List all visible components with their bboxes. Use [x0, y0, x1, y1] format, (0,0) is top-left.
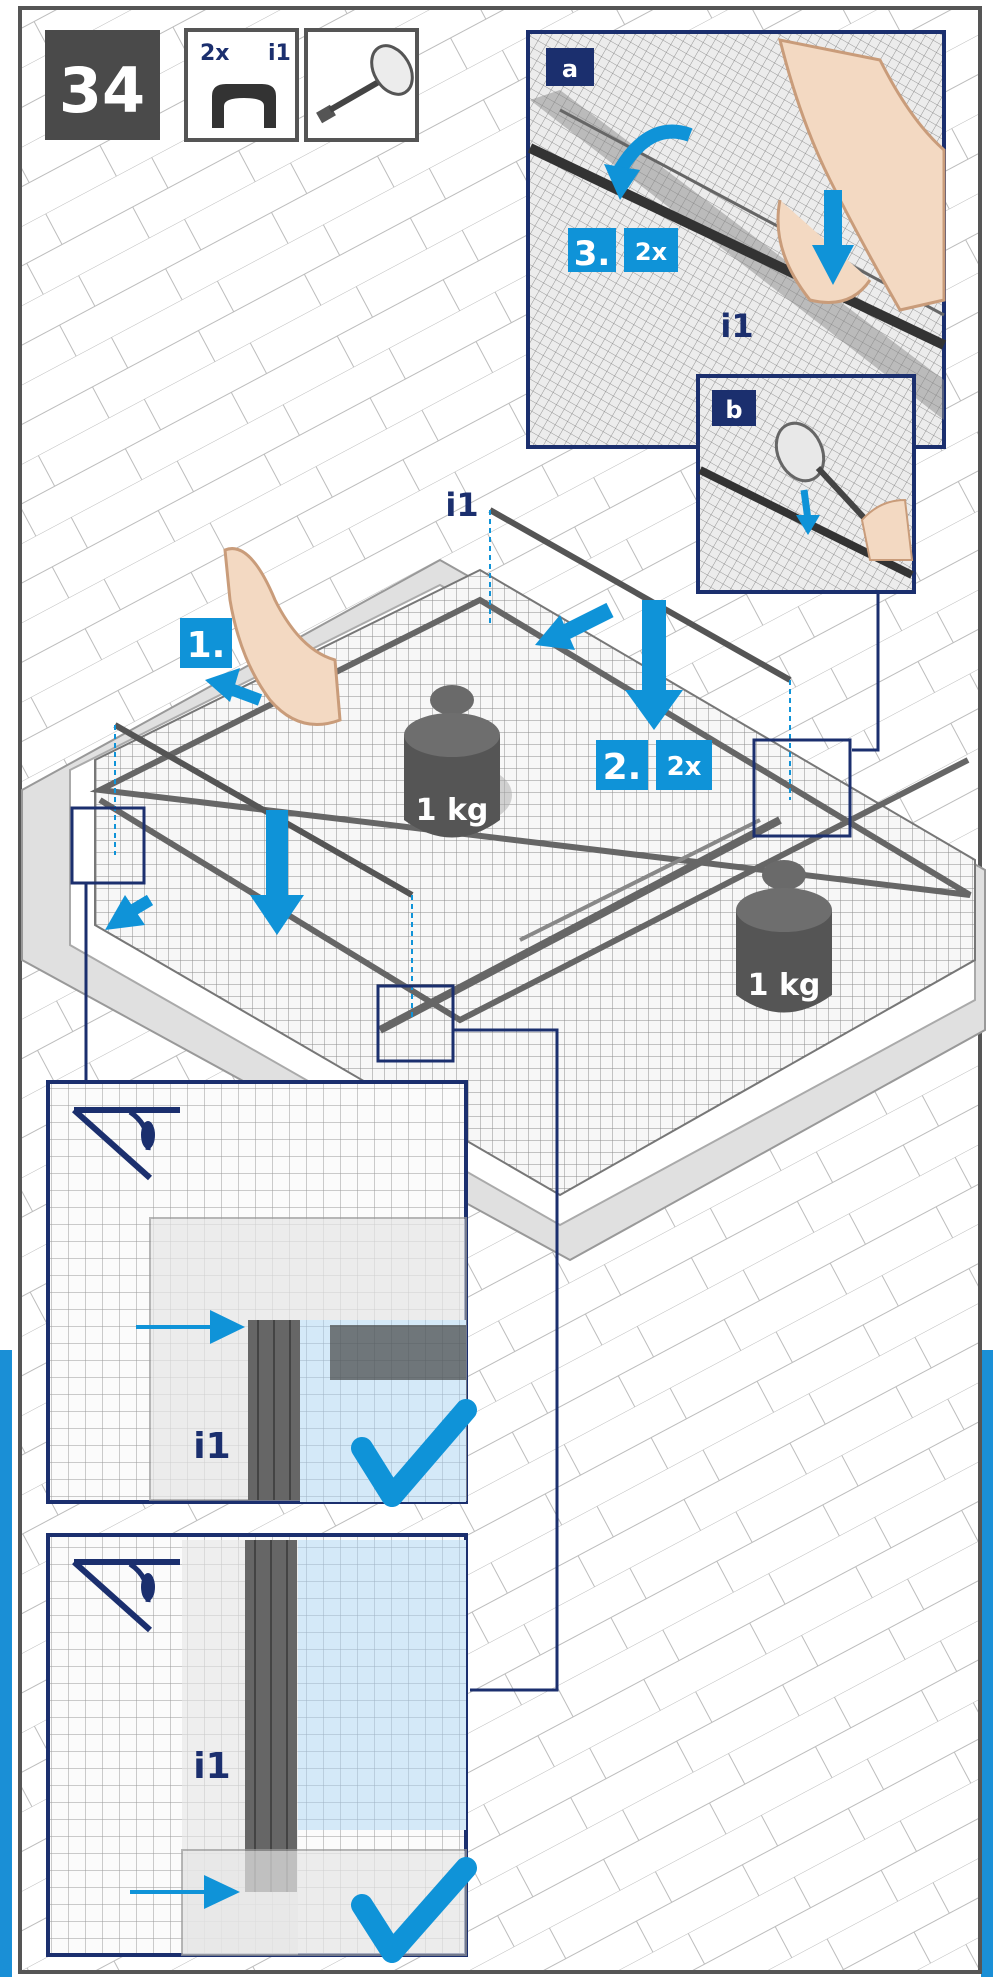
- detail-panel-1: i1: [48, 1082, 466, 1502]
- callout-b-letter: b: [725, 396, 742, 424]
- callout-a-letter: a: [562, 55, 578, 83]
- step-number: 34: [59, 54, 145, 127]
- parts-box: 2x i1: [186, 30, 297, 140]
- weight-2-label: 1 kg: [748, 968, 821, 1003]
- step-badge: 34: [45, 30, 160, 140]
- detail-1-part: i1: [193, 1426, 230, 1467]
- main-part-label: i1: [445, 486, 478, 524]
- weight-1-label: 1 kg: [416, 793, 489, 828]
- tool-box: [306, 30, 421, 140]
- page-edge-left: [0, 1350, 12, 1977]
- callout-a-step: 3.: [574, 234, 611, 274]
- step-1-label: 1.: [187, 625, 226, 666]
- detail-panel-2: i1: [48, 1535, 466, 1955]
- detail-2-part: i1: [193, 1746, 230, 1787]
- parts-id: i1: [268, 41, 291, 66]
- step-2-count: 2x: [667, 752, 702, 782]
- step-2-label: 2.: [603, 747, 642, 788]
- page-edge-right: [981, 1350, 993, 1977]
- callout-b: b: [698, 376, 914, 592]
- callout-a-count: 2x: [635, 238, 668, 266]
- callout-a-part: i1: [720, 307, 753, 345]
- parts-quantity: 2x: [200, 41, 230, 66]
